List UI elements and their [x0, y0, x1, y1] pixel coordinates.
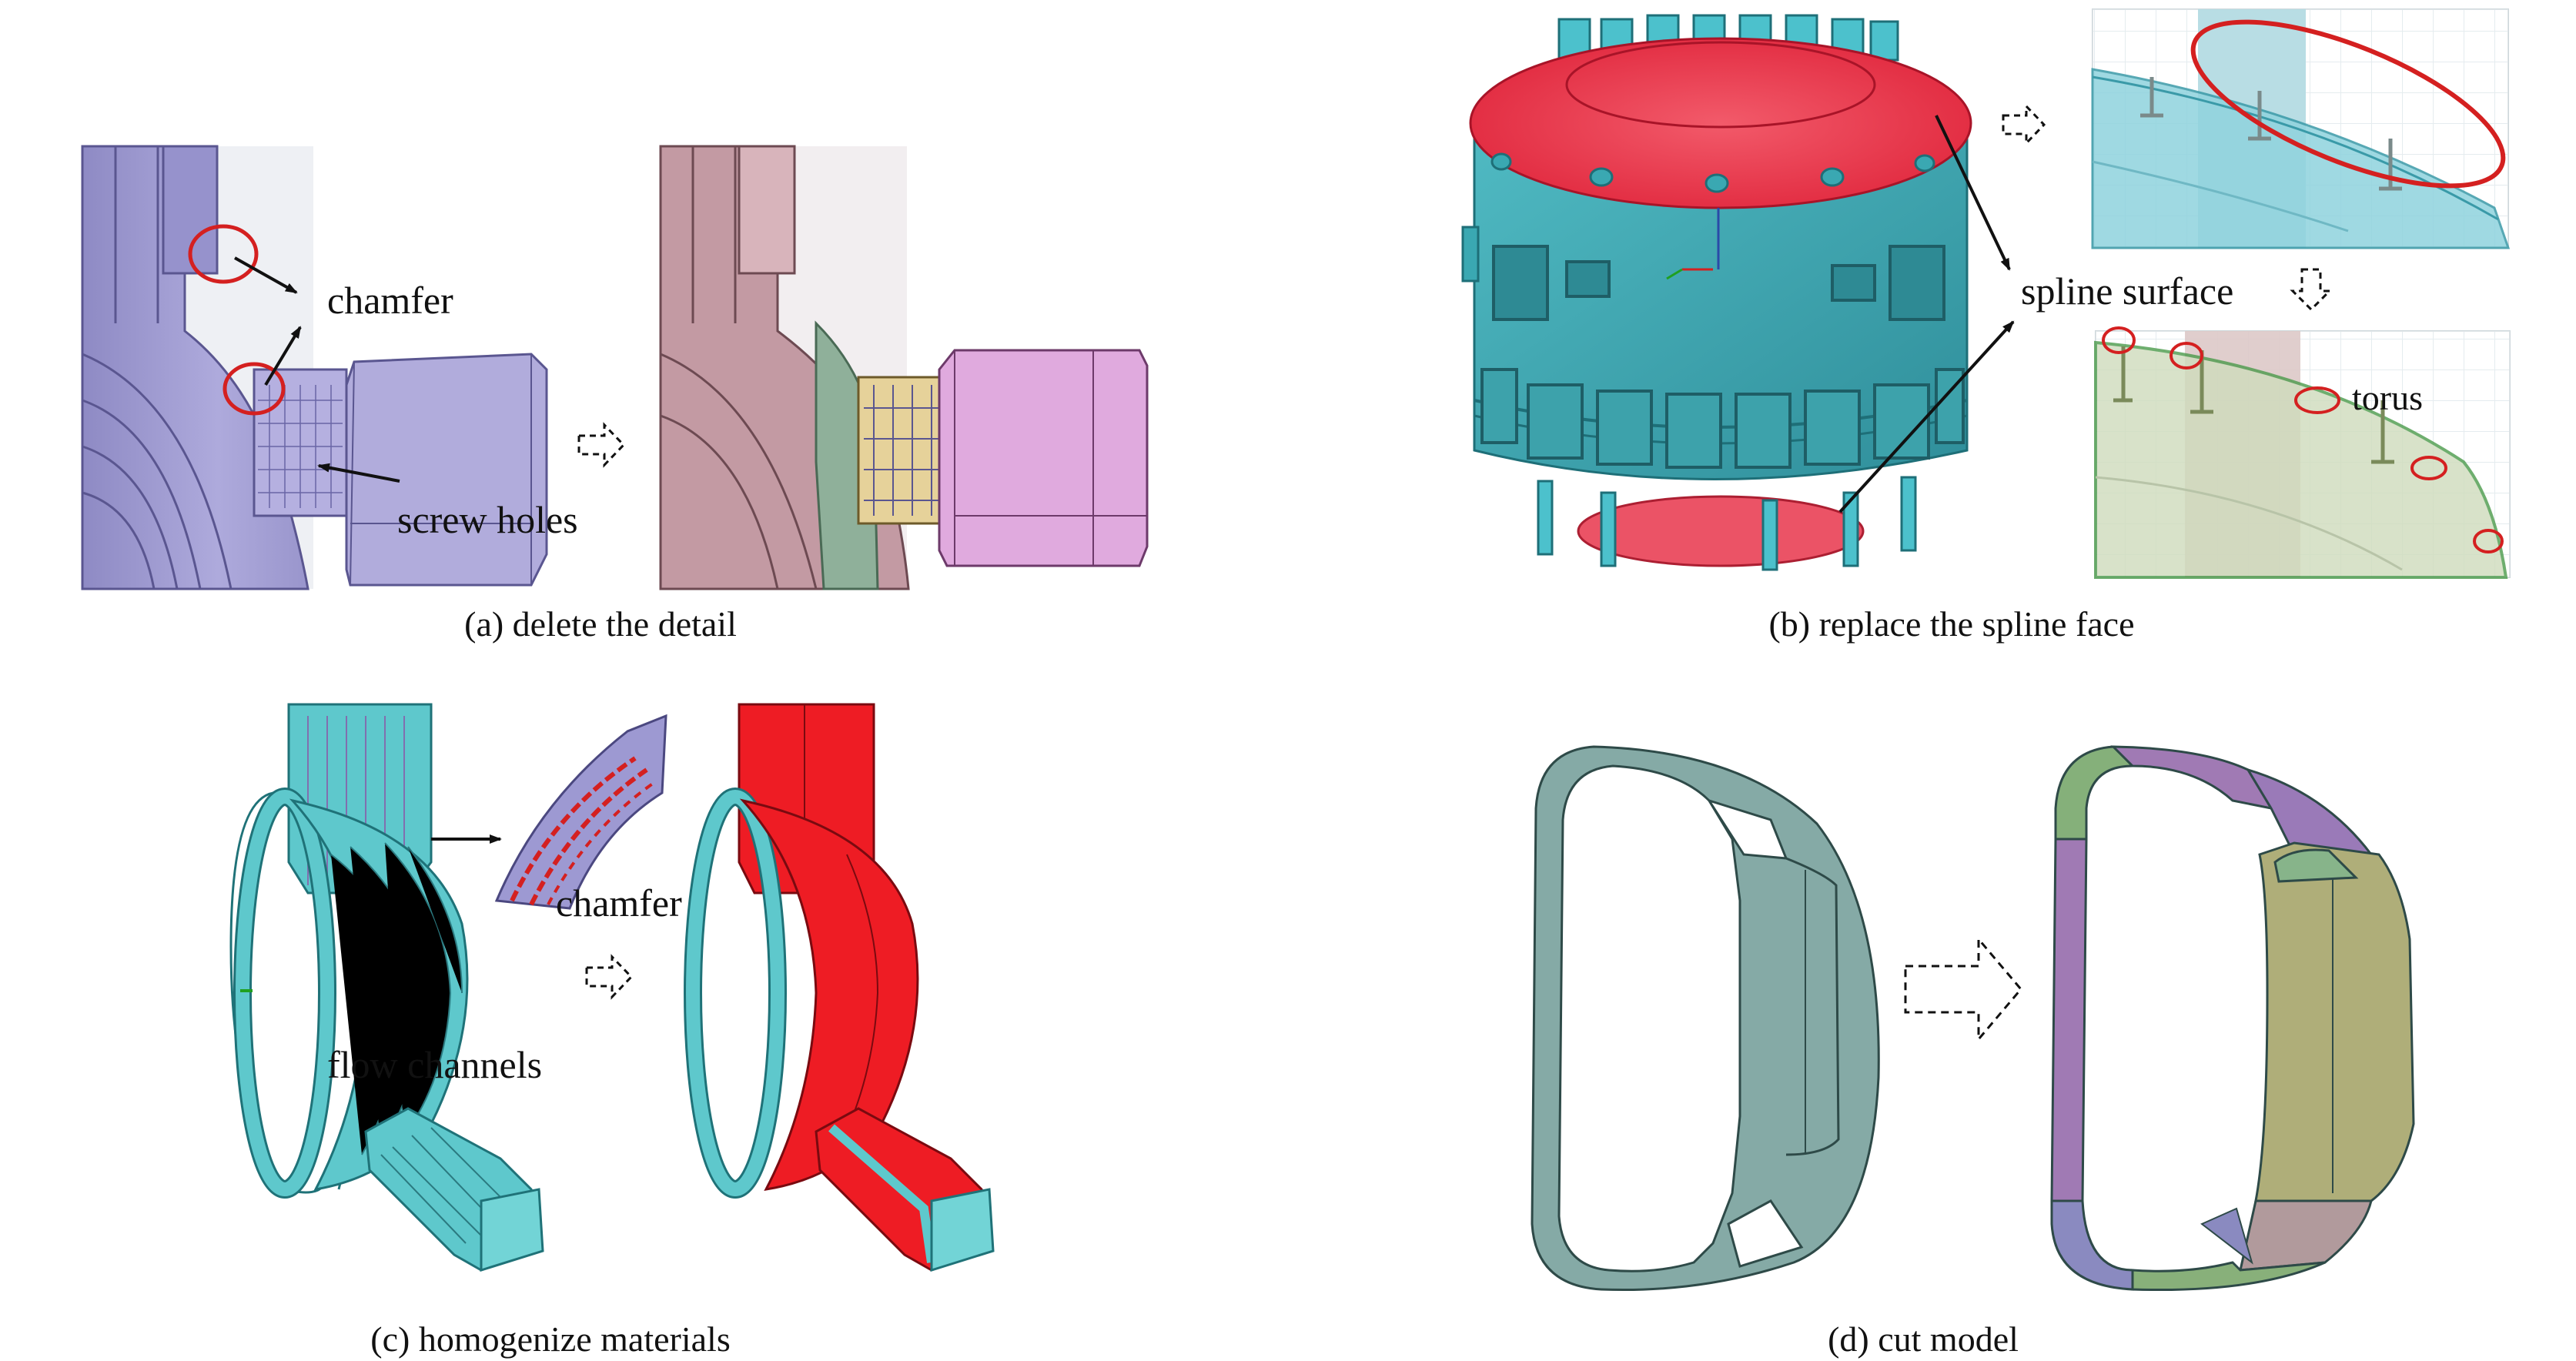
torus-highlight-circles [2102, 326, 2504, 553]
panel-a-caption: (a) delete the detail [464, 604, 737, 644]
panel-c-caption: (c) homogenize materials [370, 1319, 730, 1359]
panel-c-after-image [684, 703, 995, 1272]
panel-b-caption: (b) replace the spline face [1768, 604, 2134, 644]
screw-holes-label: screw holes [397, 498, 578, 541]
panel-d-after-image [2050, 745, 2415, 1292]
transform-arrow [1904, 935, 2022, 1043]
spline-surface-label: spline surface [2021, 269, 2233, 313]
chamfer-highlight-circle [188, 224, 259, 284]
transform-arrow [585, 954, 634, 1000]
panel-b: spline surface [1461, 8, 2511, 644]
torus-label: torus [2352, 378, 2423, 417]
flow-channels-label: flow channels [327, 1043, 542, 1086]
panel-b-spline-zoom-image [2091, 8, 2511, 249]
panel-a-before-image: chamfer screw holes [81, 145, 578, 590]
panel-a: chamfer screw holes (a) delete the detai… [81, 145, 1149, 644]
panel-b-torus-zoom-image: torus [2094, 326, 2511, 579]
spline-highlight-ellipse [2190, 19, 2506, 189]
transform-arrow [577, 422, 626, 468]
axis-y [1666, 268, 1683, 280]
panel-d-before-image [1531, 745, 1880, 1292]
panel-d: (d) cut model [1531, 745, 2415, 1359]
panel-a-after-image [659, 145, 1149, 590]
panel-d-caption: (d) cut model [1828, 1319, 2019, 1359]
transform-arrow [2002, 103, 2046, 146]
panel-b-reactor-image [1461, 14, 1972, 571]
chamfer-label-c: chamfer [556, 881, 682, 925]
chamfer-highlight-circle [222, 362, 286, 416]
panel-c-before-image [229, 703, 544, 1272]
panel-c-chamfer-inset-image [494, 714, 667, 910]
transform-arrow [2290, 268, 2333, 312]
chamfer-label: chamfer [327, 279, 453, 322]
panel-c: chamfer flow channels (c) homogenize mat… [229, 703, 995, 1359]
